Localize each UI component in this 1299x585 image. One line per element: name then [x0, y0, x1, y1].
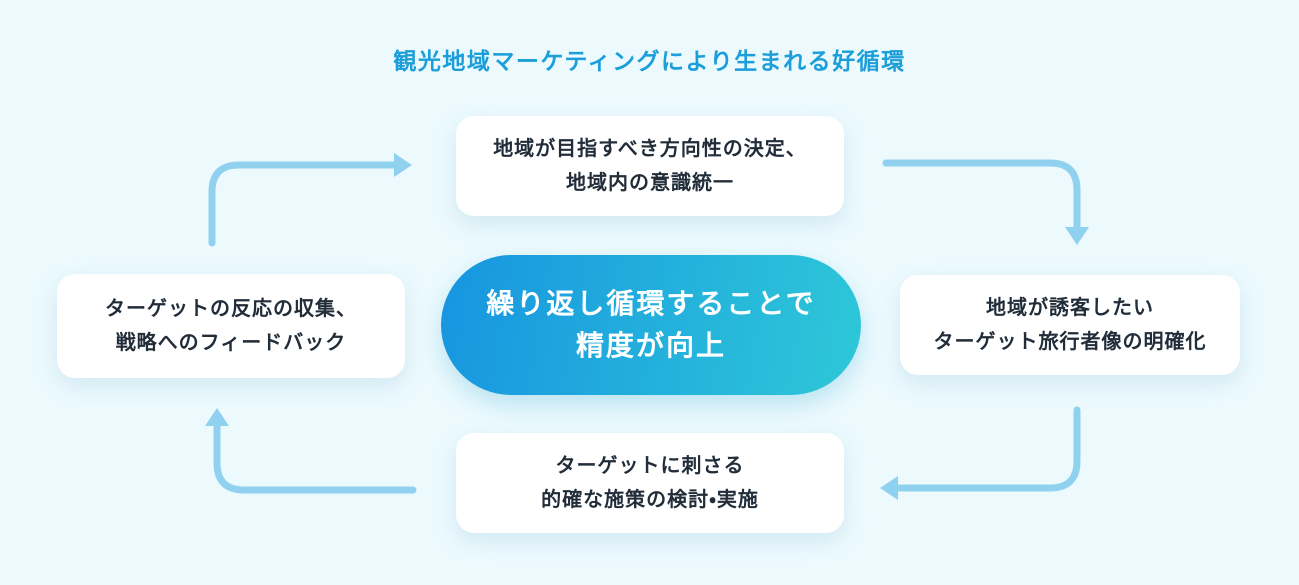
cycle-step-measures-implementation: ターゲットに刺さる 的確な施策の検討・実施 — [456, 433, 844, 533]
arrow-right-to-bottom-icon — [880, 406, 1081, 500]
arrow-bottom-to-left-icon — [205, 408, 417, 494]
cycle-step-measures-line1: ターゲットに刺さる — [555, 455, 745, 477]
arrow-left-to-top-icon — [208, 153, 412, 247]
cycle-step-direction-line1: 地域が目指すべき方向性の決定、 — [493, 138, 807, 160]
cycle-step-feedback-line2: 戦略へのフィードバック — [115, 332, 347, 354]
diagram-title: 観光地域マーケティングにより生まれる好循環 — [393, 48, 906, 74]
cycle-step-measures-line2: 的確な施策の検討・実施 — [541, 489, 759, 511]
cycle-center-line1: 繰り返し循環することで — [486, 288, 816, 319]
cycle-center-pill: 繰り返し循環することで 精度が向上 — [441, 255, 861, 395]
arrow-top-to-right-icon — [882, 159, 1089, 245]
cycle-step-target-line1: 地域が誘客したい — [986, 297, 1154, 319]
cycle-step-target-line2: ターゲット旅行者像の明確化 — [933, 331, 1207, 353]
cycle-step-target-clarification: 地域が誘客したい ターゲット旅行者像の明確化 — [900, 275, 1240, 375]
cycle-step-direction-decision: 地域が目指すべき方向性の決定、 地域内の意識統一 — [456, 116, 844, 216]
cycle-step-feedback-line1: ターゲットの反応の収集、 — [105, 298, 357, 320]
cycle-center-line2: 精度が向上 — [575, 330, 726, 361]
cycle-step-direction-line2: 地域内の意識統一 — [566, 172, 734, 194]
cycle-step-feedback-collection: ターゲットの反応の収集、 戦略へのフィードバック — [57, 274, 405, 378]
